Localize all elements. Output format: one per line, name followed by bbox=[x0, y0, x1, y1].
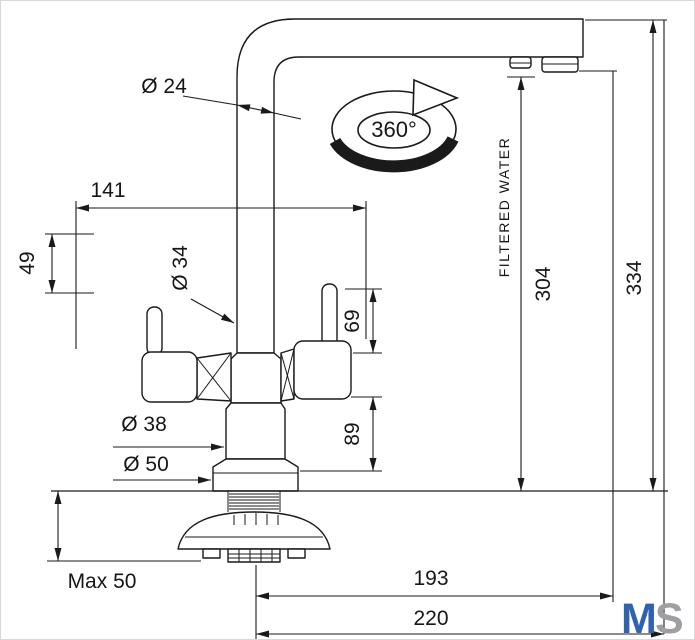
left-joint-cross-1 bbox=[196, 357, 232, 402]
filtered-outlet-reach-label: 193 bbox=[413, 567, 448, 590]
body-handle-block bbox=[230, 352, 282, 404]
watermark-letter-s: S bbox=[655, 595, 684, 639]
height-to-filtered-outlet-label: 304 bbox=[532, 266, 555, 301]
dimension-max-counter-thickness bbox=[47, 491, 201, 562]
body-diameter-label: Ø 34 bbox=[169, 245, 192, 291]
watermark-logo: M S bbox=[621, 595, 684, 639]
handle-span-label: 141 bbox=[90, 179, 125, 202]
swivel-arrow-icon bbox=[412, 78, 460, 117]
spout-diameter-label: Ø 24 bbox=[141, 75, 187, 98]
spout-pipe bbox=[236, 18, 584, 354]
base bbox=[212, 458, 299, 492]
left-joint-cross-2 bbox=[196, 352, 232, 400]
watermark-letter-m: M bbox=[621, 595, 657, 639]
swivel-ring-shade bbox=[329, 136, 459, 173]
dimension-filtered-outlet-reach bbox=[255, 70, 617, 639]
right-lever bbox=[321, 283, 338, 347]
left-lever bbox=[146, 306, 163, 356]
dimension-body-diameter bbox=[190, 298, 235, 324]
swivel-label: 360° bbox=[371, 117, 417, 142]
dimension-handle-span bbox=[75, 201, 367, 349]
dimension-height-to-filtered-outlet bbox=[507, 76, 535, 491]
swivel-ring-inner bbox=[357, 111, 431, 149]
dimension-lever-offset bbox=[45, 233, 94, 294]
flange-hatch bbox=[233, 513, 279, 525]
max-counter-thickness-label: Max 50 bbox=[68, 570, 137, 593]
dimension-total-height bbox=[585, 19, 667, 491]
dimension-lower-body-height bbox=[300, 396, 382, 472]
lower-body-diameter-label: Ø 38 bbox=[121, 413, 167, 436]
right-joint-cross-2 bbox=[280, 348, 295, 402]
mounting-nut bbox=[227, 548, 281, 563]
mounting-flange bbox=[177, 511, 331, 550]
right-foot bbox=[287, 548, 306, 559]
dimension-spout-diameter bbox=[182, 95, 302, 120]
left-handle-body bbox=[141, 351, 198, 403]
right-handle-height-label: 69 bbox=[341, 309, 364, 332]
lever-offset-label: 49 bbox=[16, 251, 39, 274]
lower-body-height-label: 89 bbox=[341, 422, 364, 445]
right-handle-body bbox=[293, 340, 352, 400]
dimension-labels: Ø 24 141 49 Ø 34 69 89 FILTERED WATER 30… bbox=[16, 75, 646, 630]
nut-detail bbox=[228, 549, 280, 562]
filtered-water-label: FILTERED WATER bbox=[496, 137, 512, 278]
faucet-outline bbox=[51, 18, 668, 563]
dimension-right-handle-height bbox=[345, 288, 382, 354]
left-foot bbox=[202, 548, 221, 559]
dimension-spout-reach bbox=[256, 20, 665, 638]
base-diameter-label: Ø 50 bbox=[123, 453, 169, 476]
total-height-label: 334 bbox=[623, 260, 646, 295]
lower-body bbox=[225, 402, 286, 460]
dimensions bbox=[45, 19, 667, 639]
spout-reach-label: 220 bbox=[413, 607, 448, 630]
swivel-symbol: 360° bbox=[329, 78, 460, 173]
threaded-shank bbox=[227, 491, 281, 512]
